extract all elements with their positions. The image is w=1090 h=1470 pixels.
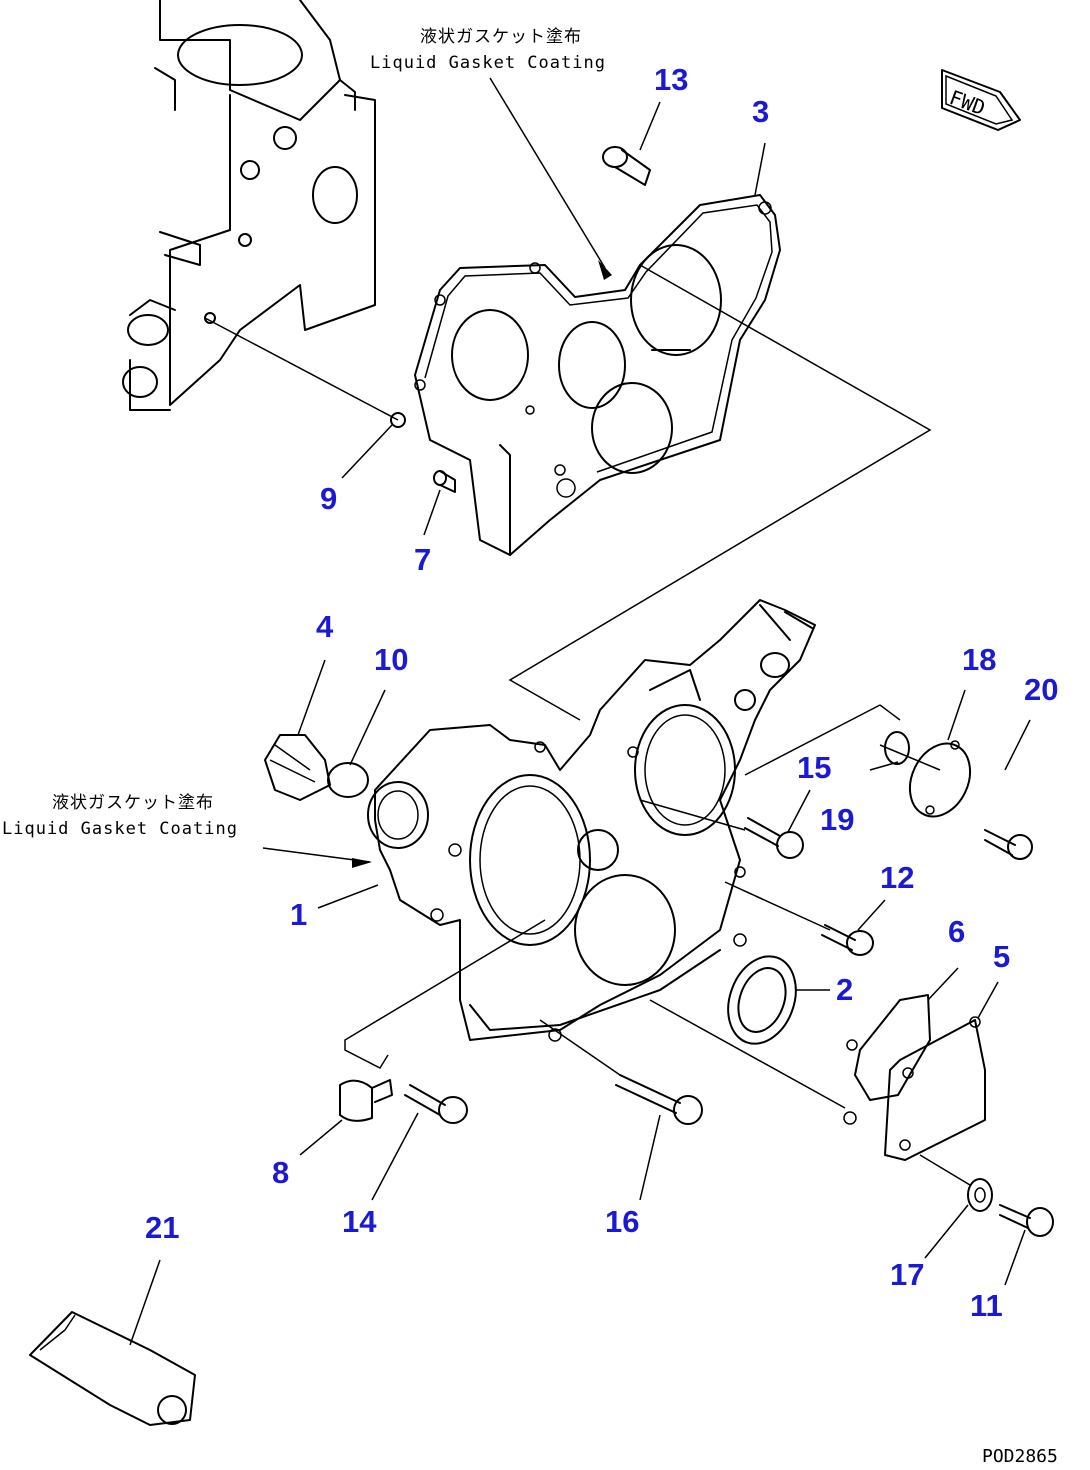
callout-16: 16 <box>605 1204 639 1239</box>
note-arrow-left <box>352 858 372 868</box>
bolt-part-14 <box>404 1084 468 1124</box>
callout-5: 5 <box>993 939 1010 974</box>
callout-13: 13 <box>654 62 688 97</box>
bolt-part-13 <box>602 146 651 186</box>
filler-cap-part-4 <box>264 734 331 801</box>
o-ring-part-10 <box>327 762 369 798</box>
callout-numbers: 1 2 3 4 5 6 7 8 9 10 11 12 13 14 15 16 1… <box>145 62 1058 1323</box>
callout-2: 2 <box>836 972 853 1007</box>
drawing-code: POD2865 <box>982 1446 1058 1467</box>
callout-19: 19 <box>820 802 854 837</box>
plug-part-8 <box>339 1079 393 1122</box>
bolt-part-20 <box>984 829 1033 860</box>
note-top-english: Liquid Gasket Coating <box>370 53 606 73</box>
note-arrow-top <box>598 260 612 280</box>
callout-21: 21 <box>145 1210 179 1245</box>
alignment-lines <box>204 264 971 1186</box>
engine-block-drawing <box>122 0 376 411</box>
bolt-part-16 <box>615 1074 703 1125</box>
callout-6: 6 <box>948 914 965 949</box>
callout-7: 7 <box>414 542 431 577</box>
callout-4: 4 <box>316 609 334 644</box>
cover-plate-part-5 <box>884 1016 986 1161</box>
bolt-part-12 <box>821 924 874 956</box>
callout-11: 11 <box>970 1288 1003 1323</box>
oil-seal-part-2 <box>727 955 797 1045</box>
gear-case-part-1 <box>367 599 816 1042</box>
callout-3: 3 <box>752 94 769 129</box>
bolt-part-15 <box>744 817 804 859</box>
callout-20: 20 <box>1024 672 1058 707</box>
fwd-direction-marker: FWD <box>941 69 1021 131</box>
gasket-tube-part-21 <box>29 1311 196 1426</box>
o-ring-part-19 <box>884 731 910 765</box>
note-left-english: Liquid Gasket Coating <box>2 819 238 839</box>
note-top-japanese: 液状ガスケット塗布 <box>420 26 582 47</box>
callout-9: 9 <box>320 481 337 516</box>
callout-18: 18 <box>962 642 996 677</box>
gasket-part-6 <box>843 994 931 1125</box>
callout-8: 8 <box>272 1155 289 1190</box>
callout-15: 15 <box>797 750 831 785</box>
bolt-part-11 <box>999 1204 1054 1237</box>
cover-part-18 <box>908 740 972 818</box>
callout-17: 17 <box>890 1257 924 1292</box>
callout-1: 1 <box>290 897 307 932</box>
gasket-plate-part-3 <box>414 194 781 556</box>
pin-part-9 <box>390 412 406 428</box>
callout-12: 12 <box>880 860 914 895</box>
dowel-part-7 <box>433 470 456 493</box>
callout-10: 10 <box>374 642 408 677</box>
leader-lines <box>129 77 1031 1346</box>
callout-14: 14 <box>342 1204 377 1239</box>
washer-part-17 <box>967 1178 993 1212</box>
note-left-japanese: 液状ガスケット塗布 <box>52 792 214 813</box>
